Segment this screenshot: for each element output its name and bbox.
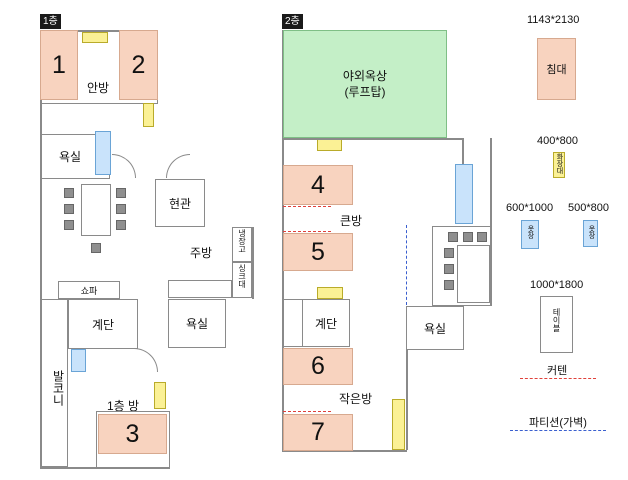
balcony-label: 발코니	[51, 370, 65, 406]
floor2-mid-wall	[283, 138, 463, 140]
sofa: 쇼파	[58, 281, 120, 299]
legend-closet-a-label: 옷장	[527, 225, 534, 239]
vanity-smallroom	[392, 399, 405, 450]
legend-table-size: 1000*1800	[530, 279, 584, 291]
room-bath2: 욕실	[168, 299, 226, 348]
dining-table	[81, 184, 111, 236]
legend-bed: 침대	[537, 38, 576, 100]
legend-vanity-size: 400*800	[537, 135, 578, 147]
chair-2f-3	[477, 232, 487, 242]
chair-2f-4	[444, 248, 454, 258]
legend-table	[540, 296, 573, 353]
vanity-room1f	[154, 382, 166, 409]
legend-closet-b	[583, 220, 598, 247]
legend-partition-label: 파티션(가벽)	[529, 417, 587, 429]
living-2f-base	[432, 226, 490, 306]
legend-partition-line	[510, 430, 606, 431]
bed-7: 7	[283, 414, 353, 451]
fridge-label: 냉장고	[237, 229, 247, 253]
vanity-anbang-side	[143, 103, 154, 127]
chair-2	[64, 204, 74, 214]
smallroom-right-wall	[406, 349, 408, 450]
floor1-badge: 1층	[40, 14, 61, 29]
closet-bath1	[95, 131, 111, 175]
legend-curtain-line	[520, 378, 596, 379]
chair-7	[91, 243, 101, 253]
legend-table-label: 테이블	[552, 308, 561, 332]
legend-bed-size: 1143*2130	[527, 14, 580, 26]
legend-closet-a	[521, 220, 539, 249]
chair-4	[116, 188, 126, 198]
vanity-bigroom	[317, 287, 343, 299]
stairs-1f: 계단	[68, 299, 138, 349]
chair-5	[116, 204, 126, 214]
kitchen-sink	[232, 262, 252, 298]
stairs-2f: 계단	[302, 299, 350, 347]
chair-2f-2	[463, 232, 473, 242]
vanity-anbang	[82, 32, 108, 43]
partition-2f	[406, 225, 407, 305]
room-kitchen-label: 주방	[190, 246, 213, 260]
sofa-label: 쇼파	[80, 285, 98, 296]
door-arc-bath1	[112, 154, 136, 178]
stairs-2f-left	[283, 299, 303, 347]
kitchen-wall-right	[252, 227, 254, 299]
chair-1	[64, 188, 74, 198]
room-entrance: 현관	[155, 179, 205, 227]
room-bath-2f-label: 욕실	[423, 321, 447, 336]
room-bath2-label: 욕실	[185, 317, 209, 331]
room-bath-2f: 욕실	[406, 306, 464, 350]
door-arc-room1f	[134, 348, 158, 372]
floor1-bottom-wall	[40, 467, 170, 469]
legend-closet-a-size: 600*1000	[506, 202, 554, 214]
legend-closet-b-size: 500*800	[568, 202, 609, 214]
floor2-badge: 2층	[282, 14, 303, 29]
chair-2f-5	[444, 264, 454, 274]
bed-6: 6	[283, 348, 353, 385]
legend-closet-b-label: 옷장	[588, 225, 595, 239]
chair-3	[64, 220, 74, 230]
chair-2f-1	[448, 232, 458, 242]
chair-2f-6	[444, 280, 454, 290]
closet-balcony	[71, 349, 86, 372]
living-2f-right-wall	[490, 138, 492, 306]
legend-vanity	[553, 152, 565, 178]
bed-1: 1	[40, 30, 78, 100]
bed-2: 2	[119, 30, 158, 100]
vanity-rooftop	[317, 139, 342, 151]
room-small-label: 작은방	[339, 392, 373, 406]
legend-vanity-label: 화장대	[556, 153, 563, 174]
rooftop-label: 야외옥상	[342, 69, 388, 83]
bed-5: 5	[283, 233, 353, 271]
table-2f	[457, 245, 490, 303]
room-entrance-label: 현관	[168, 196, 192, 211]
bed-4: 4	[283, 165, 353, 205]
rooftop-sub-label: (루프탑)	[344, 85, 386, 99]
closet-2f	[455, 164, 473, 224]
balcony-wall	[40, 299, 68, 467]
curtain-4	[283, 206, 331, 207]
room-anbang-label: 안방	[87, 81, 110, 95]
legend-bed-label: 침대	[546, 64, 567, 76]
curtain-5	[283, 231, 331, 232]
chair-6	[116, 220, 126, 230]
stairs-2f-label: 계단	[314, 316, 338, 331]
room1f-wall	[96, 411, 170, 468]
kitchen-fridge	[232, 227, 252, 262]
curtain-6	[283, 411, 331, 412]
bed-3: 3	[98, 414, 167, 454]
room-bath1-label: 욕실	[59, 150, 82, 164]
rooftop: 야외옥상 (루프탑)	[283, 30, 447, 138]
door-arc-entrance	[166, 154, 190, 178]
stairs-1f-label: 계단	[91, 317, 115, 332]
legend-curtain-label: 커텐	[547, 365, 568, 377]
room-big-label: 큰방	[340, 214, 363, 228]
sink-label: 싱크대	[237, 264, 247, 288]
floor2-right-wall	[462, 138, 464, 164]
room-1f-label: 1층 방	[107, 399, 140, 413]
kitchen-counter	[168, 280, 232, 298]
